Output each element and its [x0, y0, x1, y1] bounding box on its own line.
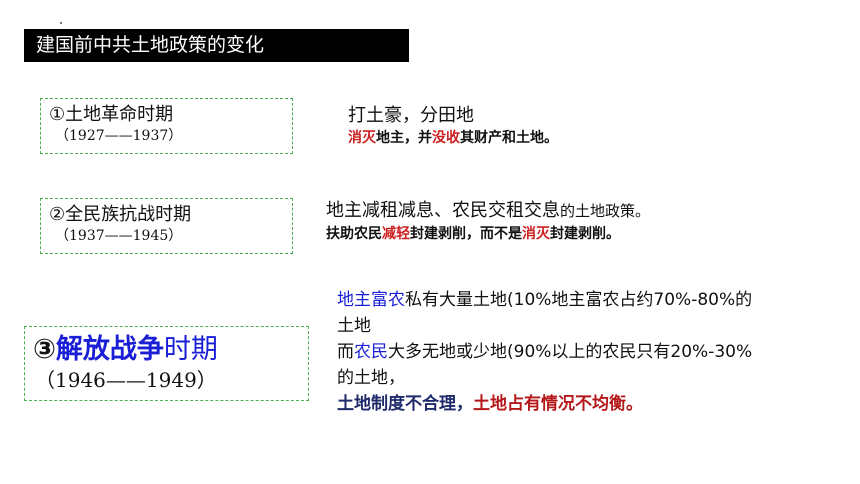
- period-name-tail: 时期: [163, 334, 218, 365]
- period-box-land-revolution: ①土地革命时期 （1927——1937）: [40, 98, 293, 154]
- period-years: （1946——1949）: [35, 368, 217, 392]
- highlight-peasants: 农民: [354, 342, 388, 362]
- policy-slogan: 打土豪，分田地: [348, 105, 474, 126]
- policy-main-text: 地主减租减息、农民交租交息: [326, 200, 560, 221]
- policy-text: 扶助农民: [326, 226, 382, 242]
- policy-detail: 扶助农民减轻封建剥削，而不是消灭封建剥削。: [326, 224, 650, 245]
- situation-line: 土地: [337, 316, 371, 336]
- keyword-confiscate: 没收: [432, 130, 460, 146]
- keyword-reduce: 减轻: [382, 226, 410, 242]
- policy-main: 地主减租减息、农民交租交息的土地政策。: [326, 198, 650, 224]
- period-title: ②全民族抗战时期: [49, 204, 192, 225]
- period-box-anti-japanese-war: ②全民族抗战时期 （1937——1945）: [40, 198, 293, 254]
- policy-main-tail: 的土地政策。: [560, 202, 651, 220]
- period-title: ①土地革命时期: [49, 104, 174, 125]
- policy-land-revolution: 打土豪，分田地 消灭地主，并没收其财产和土地。: [348, 103, 558, 149]
- policy-text: 封建剥削，而不是: [410, 226, 522, 242]
- keyword-eliminate: 消灭: [348, 130, 376, 146]
- policy-text: 封建剥削。: [550, 226, 620, 242]
- policy-liberation-war: 地主富农私有大量土地(10%地主富农占约70%-80%的 土地 而农民大多无地或…: [337, 287, 752, 417]
- policy-anti-japanese-war: 地主减租减息、农民交租交息的土地政策。 扶助农民减轻封建剥削，而不是消灭封建剥削…: [326, 198, 650, 245]
- conclusion-line: 土地制度不合理，土地占有情况不均衡。: [337, 391, 752, 417]
- period-box-liberation-war: ③解放战争时期 （1946——1949）: [24, 326, 309, 401]
- period-name-highlight: 解放战争: [55, 334, 164, 365]
- conclusion-system: 土地制度不合理，: [337, 394, 473, 414]
- situation-line: 地主富农私有大量土地(10%地主富农占约70%-80%的: [337, 287, 752, 313]
- situation-line: 的土地，: [337, 368, 405, 388]
- period-title: ③解放战争时期: [33, 333, 308, 367]
- situation-line: 而农民大多无地或少地(90%以上的农民只有20%-30%: [337, 339, 752, 365]
- period-years: （1927——1937）: [55, 128, 183, 144]
- situation-text: 私有大量土地(10%地主富农占约70%-80%的: [405, 290, 753, 310]
- period-years: （1937——1945）: [55, 228, 183, 244]
- policy-text: 其财产和土地。: [460, 130, 558, 146]
- period-number: ③: [33, 334, 56, 365]
- situation-text: 大多无地或少地(90%以上的农民只有20%-30%: [388, 342, 753, 362]
- decorative-dot: [60, 22, 62, 24]
- conclusion-imbalance: 土地占有情况不均衡。: [473, 394, 643, 414]
- policy-text: 地主，并: [376, 130, 432, 146]
- keyword-eliminate: 消灭: [522, 226, 550, 242]
- highlight-landlords: 地主富农: [337, 290, 405, 310]
- situation-text: 而: [337, 342, 354, 362]
- page-title: 建国前中共土地政策的变化: [24, 29, 409, 62]
- policy-detail: 消灭地主，并没收其财产和土地。: [348, 128, 558, 149]
